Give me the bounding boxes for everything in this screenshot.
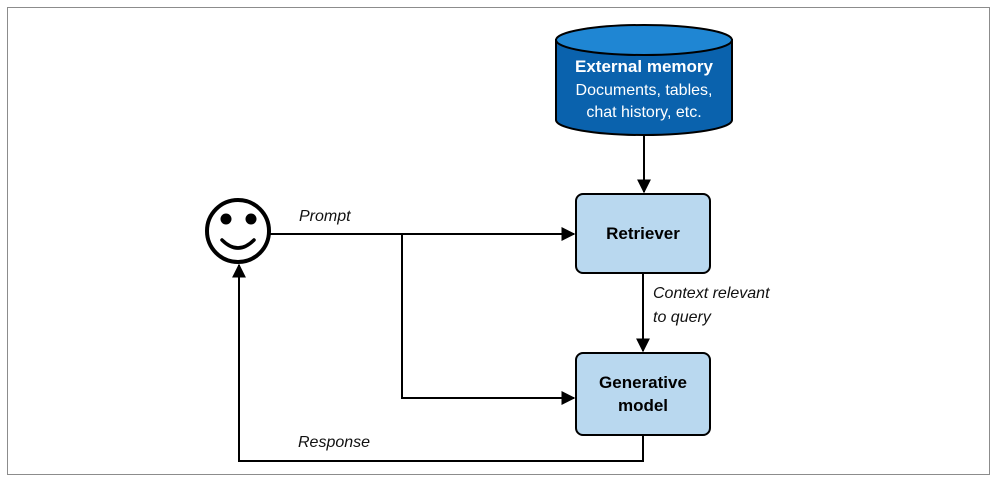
response-arrow [232, 263, 644, 462]
external-memory-title: External memory [575, 57, 713, 76]
external-memory-cylinder-top [555, 24, 733, 56]
retriever-label: Retriever [606, 224, 680, 243]
generative-model-box [575, 352, 711, 436]
prompt-label: Prompt [299, 208, 351, 225]
context-label-line1: Context relevant [653, 285, 770, 302]
generative-model-line2: model [618, 396, 668, 415]
retriever-node: Retriever [575, 193, 711, 274]
external-memory-line1: Documents, tables, [576, 82, 713, 99]
external-memory-node: External memory Documents, tables, chat … [555, 24, 733, 136]
response-label: Response [298, 434, 370, 451]
smiley-face-icon [205, 198, 271, 264]
context-label-line2: to query [653, 309, 712, 326]
generative-model-node: Generative model [575, 352, 711, 436]
external-memory-cylinder-body [555, 39, 733, 136]
generative-model-line1: Generative [599, 373, 687, 392]
external-memory-line2: chat history, etc. [586, 104, 701, 121]
prompt-to-model-arrow [401, 234, 576, 405]
